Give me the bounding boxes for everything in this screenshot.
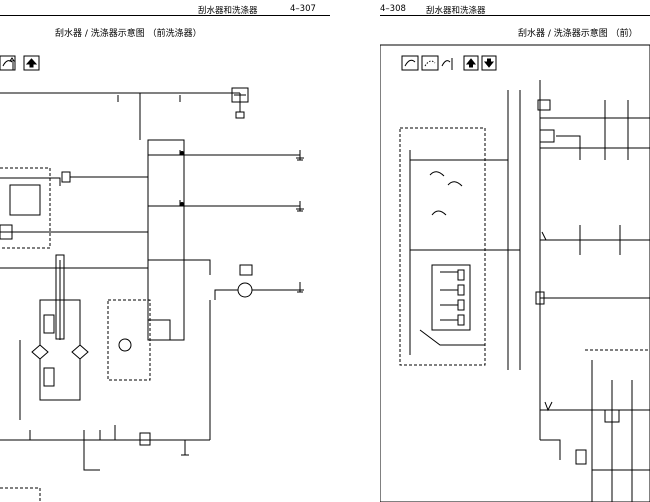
left-page: 刮水器和洗涤器 4–307 刮水器 / 洗涤器示意图 （前洗涤器）: [0, 4, 330, 502]
left-header-rule: [0, 15, 330, 16]
right-schematic: [380, 44, 650, 502]
left-schematic: [0, 55, 304, 502]
wiper-icon: [401, 55, 419, 71]
up-arrow-icon: [463, 55, 479, 71]
washer-icon: [421, 55, 439, 71]
up-arrow-icon: [23, 55, 40, 71]
right-diagram-title: 刮水器 / 洗涤器示意图 （前）: [518, 29, 638, 39]
page-gutter: [330, 0, 380, 502]
right-header-rule: [380, 15, 650, 16]
left-section-title: 刮水器和洗涤器: [198, 6, 258, 16]
right-section-title: 刮水器和洗涤器: [426, 6, 486, 16]
washer-icon: [9, 57, 15, 70]
right-page-number: 4–308: [380, 4, 406, 14]
wiper-icon: [441, 58, 453, 70]
right-page: 4–308 刮水器和洗涤器 刮水器 / 洗涤器示意图 （前）: [380, 0, 650, 502]
down-arrow-icon: [481, 55, 497, 71]
left-diagram-title: 刮水器 / 洗涤器示意图 （前洗涤器）: [55, 29, 202, 39]
left-page-number: 4–307: [290, 4, 316, 14]
